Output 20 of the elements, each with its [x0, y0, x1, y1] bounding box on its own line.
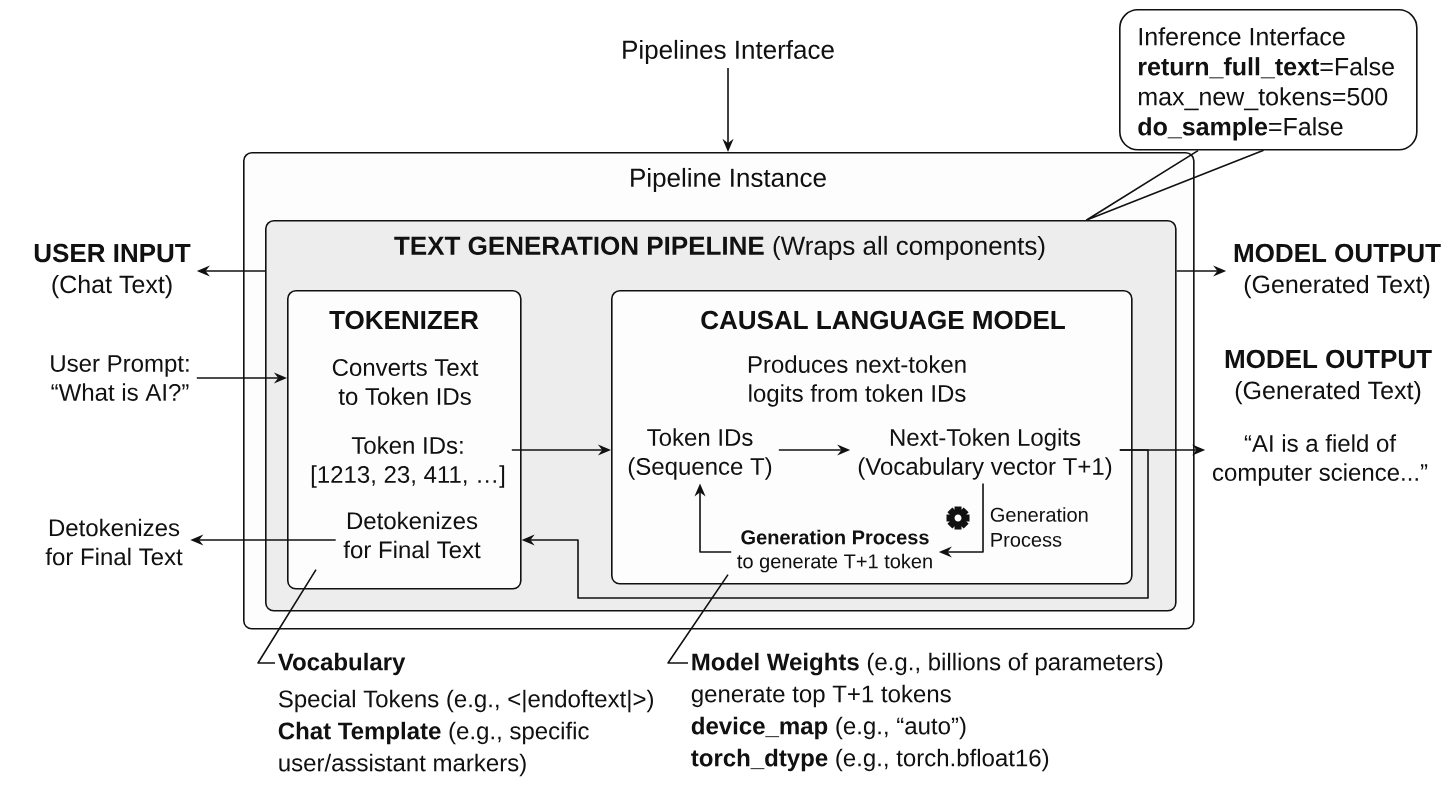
interface-label: Pipelines Interface: [623, 39, 834, 65]
step-text: Token IDs (Sequence T): [628, 428, 772, 480]
note-text: Vocabulary Special Tokens (e.g., <|endoftext|>) Chat Template (e.g., specific user/assistant markers): [278, 652, 653, 777]
note-text: Model Weights (e.g., billions of parameters) generate top T+1 tokens device_map (e.g., “auto”) torch_dtype (e.g., torch.bfloat16): [691, 652, 1163, 772]
step-text: Produces next-token logits from token IDs: [748, 355, 966, 407]
leader-line: [257, 568, 317, 664]
step-text: Token IDs: [1213, 23, 411, …]: [311, 436, 505, 488]
step-text: Detokenizes for Final Text: [343, 511, 481, 559]
prompt-text: User Prompt: “What is AI?”: [51, 355, 189, 401]
output-text: Detokenizes for Final Text: [45, 518, 183, 566]
step-text: Next-Token Logits (Vocabulary vector T+1): [858, 428, 1112, 480]
io-label: MODEL OUTPUT (Generated Text): [1234, 243, 1441, 299]
io-label: MODEL OUTPUT (Generated Text): [1225, 349, 1432, 405]
output-text: “AI is a field of computer science...”: [1213, 434, 1428, 486]
edge-label: Generation Process: [988, 506, 1099, 548]
leader-line: [667, 573, 729, 664]
step-text: Generation Process to generate T+1 token: [737, 529, 932, 573]
io-label: USER INPUT (Chat Text): [34, 243, 191, 299]
step-text: Converts Text to Token IDs: [332, 359, 479, 405]
callout-bubble: Inference Interface return_full_text=False max_new_tokens=500 do_sample=False: [1119, 9, 1418, 151]
